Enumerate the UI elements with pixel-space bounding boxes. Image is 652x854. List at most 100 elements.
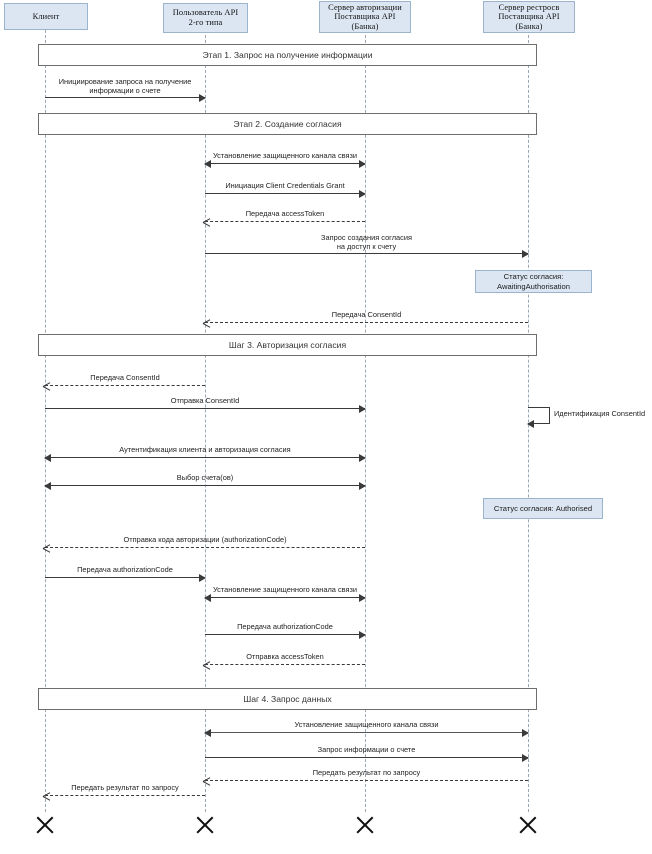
arrowhead-right-icon <box>359 454 366 463</box>
message-m20-line <box>45 795 205 796</box>
actor-auth-server-line-1: Сервер авторизации <box>328 2 402 12</box>
arrowhead-open-left-icon <box>203 661 210 668</box>
message-m9-label: Идентификация ConsentId <box>554 409 646 418</box>
message-transfer-authorization-code: Передача authorizationCode <box>45 560 206 583</box>
arrowhead-open-left-icon <box>43 792 50 799</box>
message-send-authorization-code-to-client: Отправка кода авторизации (authorization… <box>45 530 365 548</box>
message-m6-line <box>205 322 528 323</box>
note-consent-status-authorised: Статус согласия: Authorised <box>483 498 603 519</box>
actor-client[interactable]: Клиент <box>4 3 88 30</box>
actor-client-line-1: Клиент <box>32 11 60 21</box>
message-m15-line <box>205 634 365 635</box>
arrowhead-right-icon <box>522 729 529 738</box>
arrowhead-right-icon <box>359 482 366 491</box>
actor-resource-server[interactable]: Сервер рестросв Поставщика API (Банка) <box>483 1 575 33</box>
message-establish-secure-channel-1: Установление защищенного канала связи <box>204 146 366 169</box>
actor-auth-server-line-2: Поставщика API <box>334 12 396 22</box>
lifeline-client <box>45 30 46 812</box>
message-m3-line <box>205 193 365 194</box>
message-send-consentid: Отправка ConsentId <box>45 391 366 414</box>
message-m2-label: Установление защищенного канала связи <box>212 150 358 160</box>
arrowhead-left-icon <box>204 160 211 169</box>
message-return-result-to-api-user: Передать результат по запросу <box>205 763 528 781</box>
terminator-api-user <box>194 814 216 836</box>
band-stage-4-label: Шаг 4. Запрос данных <box>243 694 332 704</box>
message-m6-label: Передача ConsentId <box>331 309 402 319</box>
message-m12-label: Отправка кода авторизации (authorization… <box>123 534 287 544</box>
message-m19-line <box>205 780 528 781</box>
message-m13-line <box>45 577 205 578</box>
actor-resource-server-line-2: Поставщика API <box>498 12 560 22</box>
arrowhead-right-icon <box>359 160 366 169</box>
message-return-consentid-to-client: Передача ConsentId <box>45 368 205 386</box>
arrowhead-right-icon <box>199 574 206 583</box>
message-m7-label: Передача ConsentId <box>90 372 160 382</box>
terminator-resource <box>517 814 539 836</box>
message-request-account-information: Запрос информации о счете <box>205 740 529 763</box>
band-stage-1-label: Этап 1. Запрос на получение информации <box>202 50 373 60</box>
arrowhead-right-icon <box>527 419 534 428</box>
actor-api-user[interactable]: Пользователь API 2-го типа <box>163 3 248 33</box>
message-return-consentid-to-api-user: Передача ConsentId <box>205 305 528 323</box>
message-m19-label: Передать результат по запросу <box>312 767 421 777</box>
arrowhead-left-icon <box>44 482 51 491</box>
message-m4-label: Передача accessToken <box>245 208 325 218</box>
self-loop-path <box>528 407 550 424</box>
message-m20-label: Передать результат по запросу <box>71 782 179 792</box>
message-m5-line <box>205 253 528 254</box>
message-m2-line <box>205 163 365 164</box>
message-m16-label: Отправка accessToken <box>246 651 324 661</box>
band-stage-1: Этап 1. Запрос на получение информации <box>38 44 537 66</box>
lifeline-api-user <box>205 30 206 812</box>
arrowhead-open-left-icon <box>203 319 210 326</box>
actor-auth-server[interactable]: Сервер авторизации Поставщика API (Банка… <box>319 1 411 33</box>
message-m12-line <box>45 547 365 548</box>
message-send-access-token-2: Отправка accessToken <box>205 647 365 665</box>
message-m13-label: Передача authorizationCode <box>77 564 173 574</box>
message-m18-line <box>205 757 528 758</box>
message-transfer-authorization-code-to-auth: Передача authorizationCode <box>205 617 366 640</box>
message-establish-secure-channel-3: Установление защищенного канала связи <box>204 715 529 738</box>
arrowhead-open-left-icon <box>203 218 210 225</box>
arrowhead-left-icon <box>44 454 51 463</box>
message-establish-secure-channel-2: Установление защищенного канала связи <box>204 580 366 603</box>
message-return-result-to-client: Передать результат по запросу <box>45 778 205 796</box>
arrowhead-left-icon <box>204 729 211 738</box>
band-stage-4: Шаг 4. Запрос данных <box>38 688 537 710</box>
message-m1-line <box>45 97 205 98</box>
terminator-client <box>34 814 56 836</box>
arrowhead-right-icon <box>359 594 366 603</box>
arrowhead-left-icon <box>204 594 211 603</box>
actor-auth-server-line-3: (Банка) <box>351 21 379 31</box>
message-m8-label: Отправка ConsentId <box>170 395 240 405</box>
message-m17-label: Установление защищенного канала связи <box>294 719 439 729</box>
note-consent-status-awaiting: Статус согласия: AwaitingAuthorisation <box>475 270 592 293</box>
arrowhead-open-left-icon <box>43 544 50 551</box>
note-authorised-line-1: Статус согласия: Authorised <box>493 503 593 513</box>
arrowhead-right-icon <box>359 405 366 414</box>
message-authenticate-client-and-authorize-consent: Аутентификация клиента и авторизация сог… <box>44 440 366 463</box>
message-m17-line <box>205 732 528 733</box>
message-m18-label: Запрос информации о счете <box>317 744 416 754</box>
message-m7-line <box>45 385 205 386</box>
arrowhead-right-icon <box>522 250 529 259</box>
message-m11-line <box>45 485 365 486</box>
message-m11-label: Выбор счета(ов) <box>176 472 234 482</box>
message-m14-label: Установление защищенного канала связи <box>212 584 358 594</box>
message-m10-line <box>45 457 365 458</box>
message-identify-consentid-self: Идентификация ConsentId <box>527 407 648 428</box>
band-stage-2-label: Этап 2. Создание согласия <box>233 119 342 129</box>
actor-resource-server-line-3: (Банка) <box>515 21 543 31</box>
message-m15-label: Передача authorizationCode <box>237 621 333 631</box>
band-stage-3: Шаг 3. Авторизация согласия <box>38 334 537 356</box>
message-m14-line <box>205 597 365 598</box>
arrowhead-right-icon <box>522 754 529 763</box>
actor-api-user-line-2: 2-го типа <box>188 18 223 27</box>
message-m3-label: Инициация Client Credentials Grant <box>225 180 345 190</box>
message-return-access-token-1: Передача accessToken <box>205 204 365 222</box>
message-m4-line <box>205 221 365 222</box>
arrowhead-right-icon <box>199 94 206 103</box>
